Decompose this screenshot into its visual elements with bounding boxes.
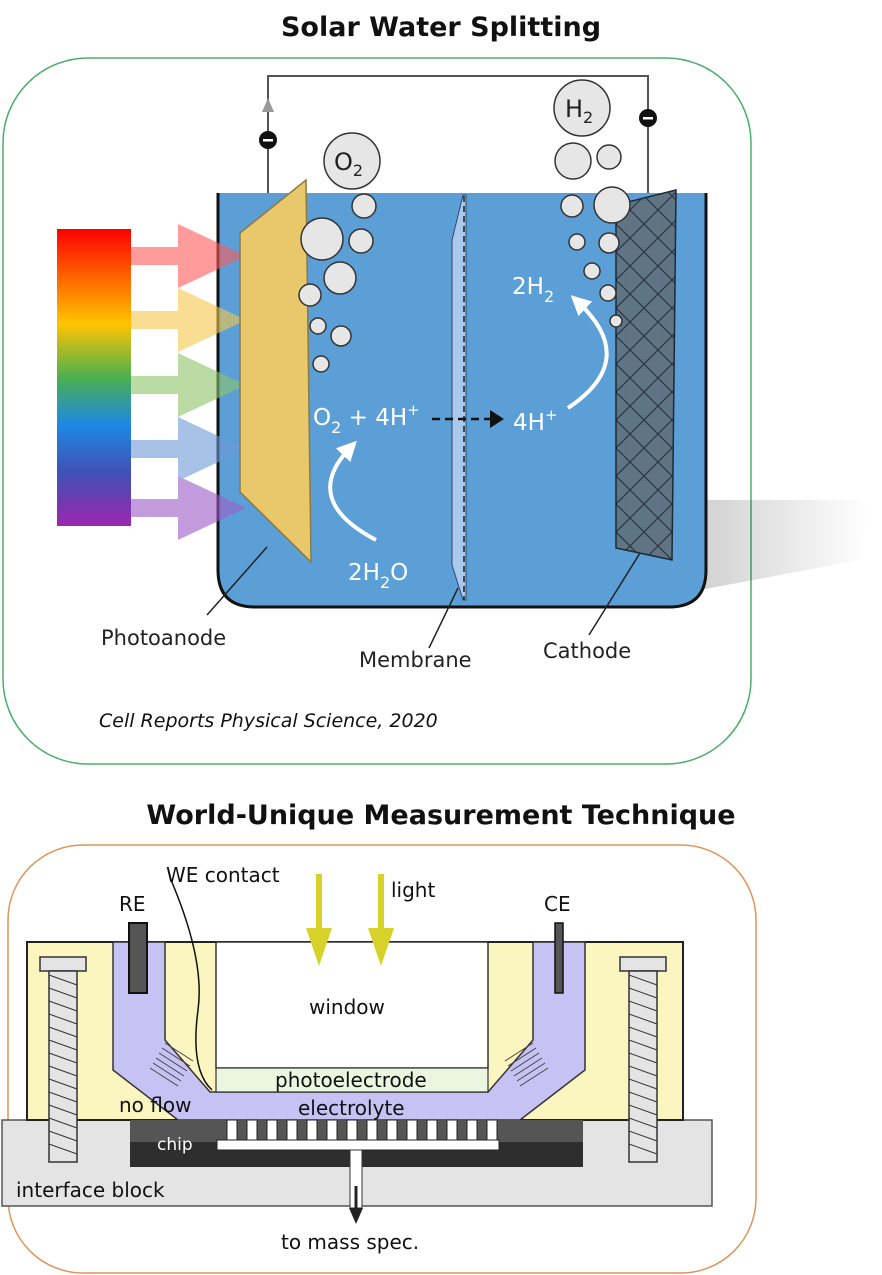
anode-reaction-products: O2 + 4H+ (313, 401, 420, 437)
panel1-border (2, 57, 752, 765)
electron-minus-left (263, 139, 273, 142)
citation: Cell Reports Physical Science, 2020 (99, 710, 438, 732)
mass-spec-label: to mass spec. (281, 1230, 419, 1254)
light-arrow-icons (306, 874, 394, 966)
light-spectrum (57, 229, 131, 526)
h2-bubble (553, 79, 611, 137)
mass-spec-arrowhead (349, 1208, 363, 1224)
cathode (615, 189, 677, 561)
cathode-label: Cathode (543, 639, 631, 663)
panel2-border (7, 844, 757, 1274)
frit-right (504, 1042, 549, 1087)
we-contact-label: WE contact (166, 863, 280, 887)
o2-bubble-label: O2 (334, 148, 363, 180)
re-label: RE (119, 892, 146, 916)
interface-block-label: interface block (16, 1178, 165, 1202)
o2-bubble (323, 132, 381, 190)
frit-left (149, 1042, 194, 1087)
chip-pillars (216, 1119, 500, 1151)
photoanode (239, 178, 312, 564)
screw-right (619, 956, 667, 1163)
water-label: 2H2O (348, 560, 408, 592)
membrane-label: Membrane (359, 648, 472, 672)
water-oxidation-arrow (328, 440, 377, 542)
photoelectrode-label: photoelectrode (275, 1068, 427, 1092)
window-label: window (309, 995, 385, 1019)
panel1-title: Solar Water Splitting (280, 12, 602, 43)
proton-reduction-arrow (566, 295, 609, 410)
photoanode-label: Photoanode (101, 626, 226, 650)
light-label: light (391, 878, 435, 902)
chip-label: chip (157, 1135, 193, 1155)
electrolyte-label: electrolyte (298, 1096, 405, 1120)
optical-window (215, 941, 489, 1069)
h2-bubble-label: H2 (565, 95, 593, 127)
electron-minus-right (643, 117, 653, 120)
screw-left (39, 956, 87, 1163)
membrane (451, 194, 467, 601)
photoelectrode (215, 1067, 489, 1093)
proton-transport-arrowhead (490, 410, 504, 428)
wire-arrow-icon (262, 98, 274, 112)
no-flow-label: no flow (119, 1093, 191, 1117)
hydrogen-product-label: 2H2 (512, 274, 554, 306)
ce-label: CE (544, 892, 571, 916)
beaker-shadow (700, 500, 870, 590)
counter-electrode (554, 922, 564, 994)
cathode-leader (588, 552, 641, 636)
proton-label: 4H+ (513, 406, 558, 436)
reference-electrode (128, 922, 148, 994)
membrane-leader (428, 587, 459, 649)
hydrogen-bubbles (554, 142, 631, 328)
beaker-outline (216, 193, 708, 609)
photoanode-leader (206, 546, 268, 616)
we-contact-wire (170, 879, 213, 1091)
panel2-title: World-Unique Measurement Technique (146, 800, 736, 831)
light-arrows (131, 224, 246, 540)
oxygen-bubbles (298, 193, 377, 373)
